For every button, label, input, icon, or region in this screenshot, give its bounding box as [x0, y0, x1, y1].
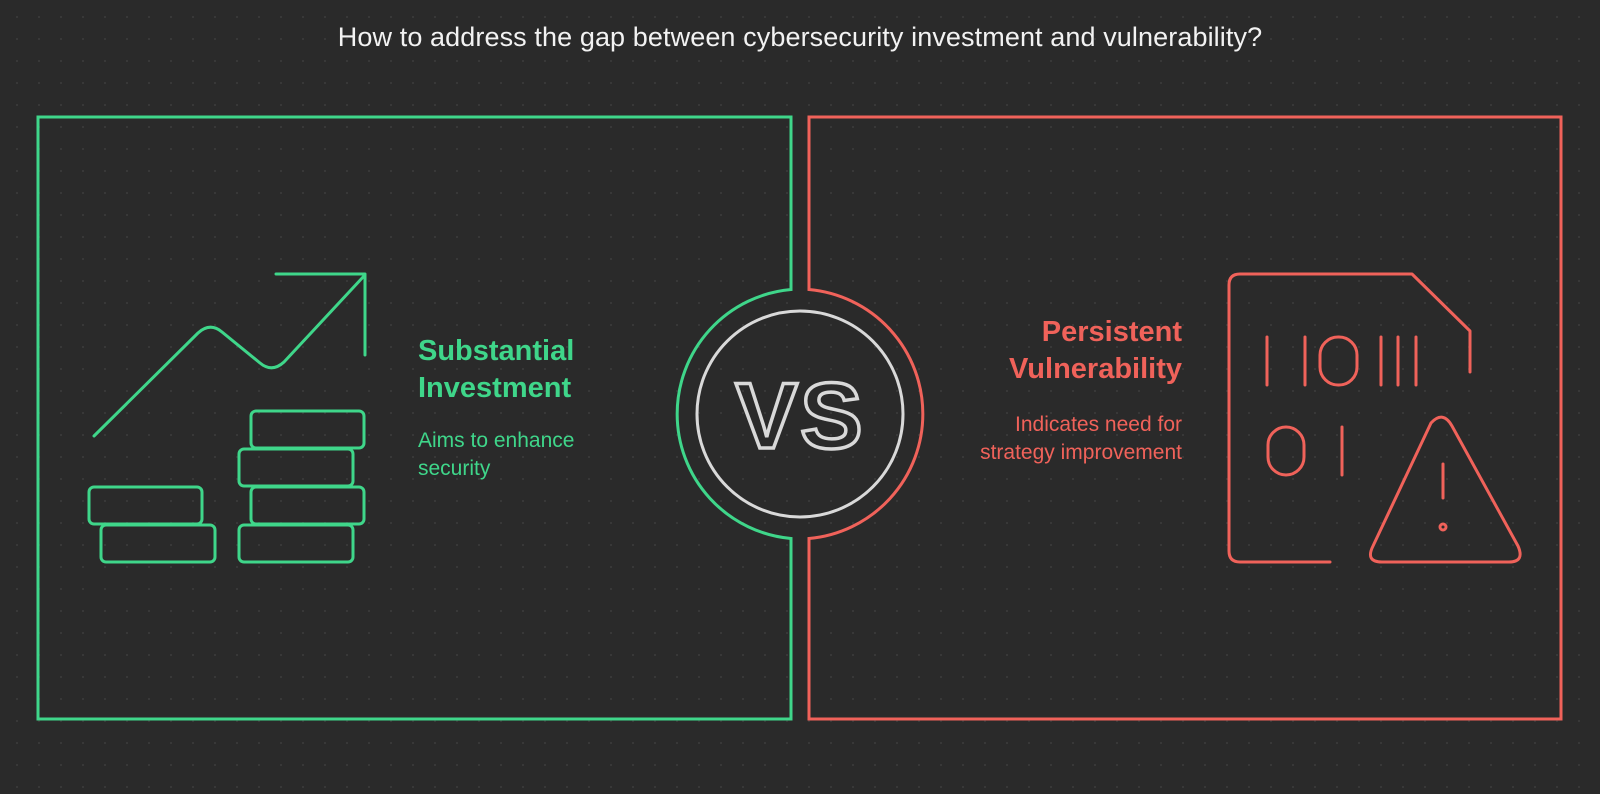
growth-coins-icon [87, 272, 367, 564]
coin-stack-icon [87, 409, 366, 564]
file-icon [1227, 272, 1472, 564]
left-panel-border [36, 115, 793, 721]
trend-arrow-icon [92, 272, 367, 438]
vs-circle [695, 309, 905, 519]
warning-triangle-icon [1369, 415, 1522, 564]
investment-heading: Substantial Investment [418, 335, 575, 404]
binary-file-warning-icon [1227, 272, 1522, 564]
investment-description: Aims to enhance security [418, 429, 575, 480]
vs-label: VS [735, 363, 864, 468]
vulnerability-description: Indicates need for strategy improvement [980, 413, 1182, 464]
page-title: How to address the gap between cybersecu… [337, 22, 1263, 52]
binary-digits-icon [1265, 335, 1418, 477]
vulnerability-heading: Persistent Vulnerability [1009, 316, 1182, 385]
right-panel-border [807, 115, 1563, 721]
